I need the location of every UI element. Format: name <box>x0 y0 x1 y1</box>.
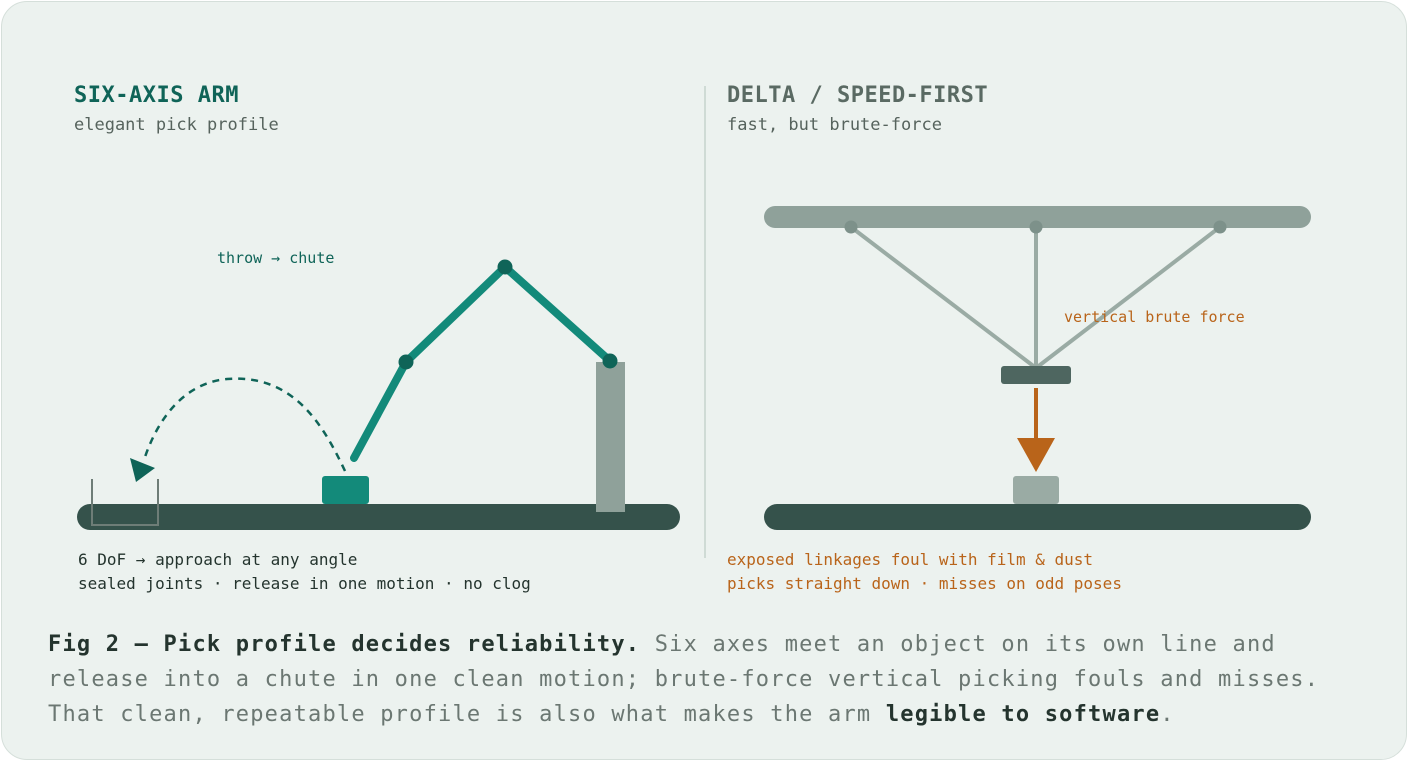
chute-bin <box>91 479 159 526</box>
figure-caption: Fig 2 — Pick profile decides reliability… <box>48 627 1378 732</box>
six-axis-note-line: sealed joints · release in one motion · … <box>78 574 531 593</box>
caption-body: Six axes meet an object on its own line … <box>48 632 1320 727</box>
six-axis-arm-title: SIX-AXIS ARM <box>74 83 239 108</box>
arm-joint-wrist <box>398 354 414 370</box>
delta-notes: exposed linkages foul with film & dust p… <box>727 548 1122 596</box>
delta-top-frame <box>764 206 1311 228</box>
arm-joint-base <box>602 353 618 369</box>
delta-linkages <box>849 225 1222 370</box>
arm-joint-elbow <box>497 259 513 275</box>
six-axis-notes: 6 DoF → approach at any angle sealed joi… <box>78 548 531 596</box>
delta-pivot-center <box>1029 220 1043 234</box>
delta-robot-subtitle: fast, but brute-force <box>727 115 942 135</box>
right-conveyor-belt <box>764 504 1311 530</box>
caption-end: . <box>1160 702 1175 727</box>
caption-lead: Fig 2 — Pick profile decides reliability… <box>48 632 641 657</box>
delta-pivot-right <box>1213 220 1227 234</box>
vertical-force-label: vertical brute force <box>1064 308 1245 326</box>
throw-arrowhead-icon <box>130 458 155 482</box>
arm-links <box>350 263 614 462</box>
picked-object <box>322 476 369 504</box>
delta-note-line: exposed linkages foul with film & dust <box>727 550 1094 569</box>
caption-emphasis: legible to software <box>885 702 1161 727</box>
delta-note-line: picks straight down · misses on odd pose… <box>727 574 1122 593</box>
delta-robot-title: DELTA / SPEED-FIRST <box>727 83 989 108</box>
arm-base-pillar <box>596 362 625 512</box>
delta-pivot-left <box>844 220 858 234</box>
throw-label: throw → chute <box>217 249 334 267</box>
left-conveyor-belt <box>77 504 680 530</box>
delta-effector-plate <box>1001 366 1071 384</box>
vertical-force-arrowhead-icon <box>1017 438 1055 472</box>
throw-trajectory <box>143 377 347 472</box>
six-axis-arm-subtitle: elegant pick profile <box>74 115 279 135</box>
delta-target-object <box>1013 476 1059 504</box>
six-axis-note-line: 6 DoF → approach at any angle <box>78 550 358 569</box>
